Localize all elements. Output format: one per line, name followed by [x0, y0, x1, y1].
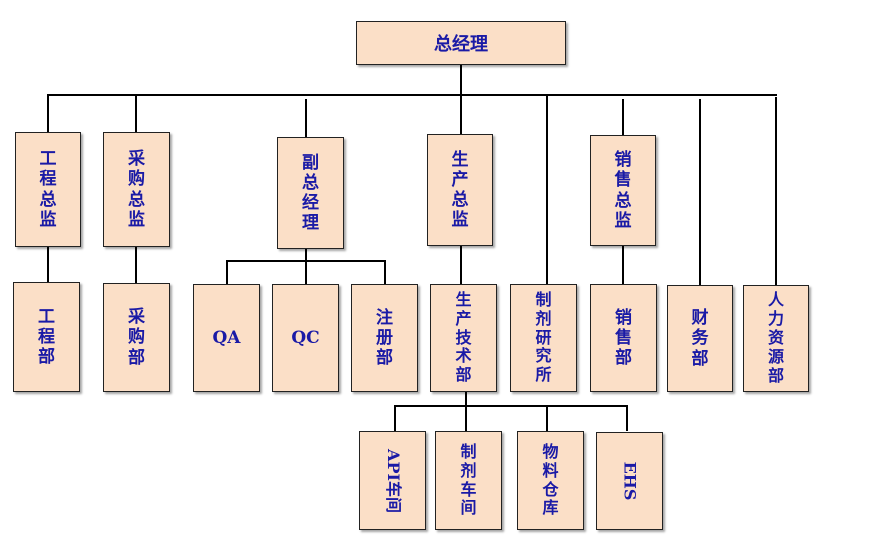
connector-line	[460, 96, 462, 134]
hr-dept-box: 人力资源部	[743, 285, 809, 392]
connector-line	[460, 64, 462, 96]
connector-line	[384, 260, 386, 284]
qa-box: QA	[193, 284, 260, 392]
connector-line	[226, 260, 228, 284]
finance-dept-box: 财务部	[667, 285, 733, 392]
connector-line	[226, 260, 386, 262]
formulation-workshop-label: 制剂车间	[460, 441, 477, 518]
formulation-institute-box: 制剂研究所	[510, 284, 577, 392]
deputy-gm-box: 副总经理	[277, 137, 344, 249]
connector-line	[622, 99, 624, 135]
connector-line	[460, 246, 462, 284]
connector-line	[135, 94, 137, 133]
ehs-label: EHS	[620, 461, 640, 501]
connector-line	[47, 94, 49, 133]
qc-label: QC	[291, 328, 320, 348]
connector-line	[465, 392, 467, 432]
sales-dept-label: 销售部	[615, 307, 632, 369]
connector-line	[394, 405, 396, 431]
sales-dept-box: 销售部	[590, 284, 657, 392]
connector-line	[305, 99, 307, 137]
production-tech-dept-box: 生产技术部	[430, 284, 497, 392]
connector-line	[546, 405, 548, 431]
general-manager-label: 总经理	[434, 34, 488, 55]
api-workshop-label: API车间	[383, 448, 403, 513]
qc-box: QC	[272, 284, 339, 392]
connector-line	[622, 246, 624, 284]
engineering-dept-label: 工程部	[38, 306, 55, 368]
registration-dept-label: 注册部	[376, 307, 393, 369]
deputy-gm-label: 副总经理	[302, 152, 319, 234]
engineering-director-box: 工程总监	[15, 132, 81, 247]
connector-line	[47, 94, 777, 96]
connector-line	[47, 247, 49, 282]
connector-line	[775, 97, 777, 285]
warehouse-label: 物料仓库	[542, 441, 559, 518]
production-director-label: 生产总监	[451, 149, 469, 231]
production-tech-dept-label: 生产技术部	[455, 289, 472, 385]
qa-label: QA	[212, 328, 241, 348]
connector-line	[699, 99, 701, 285]
connector-line	[546, 94, 548, 286]
purchasing-dept-label: 采购部	[128, 307, 145, 368]
connector-line	[394, 405, 628, 407]
general-manager-box: 总经理	[356, 21, 566, 65]
engineering-dept-box: 工程部	[13, 282, 80, 392]
sales-director-box: 销售总监	[590, 135, 656, 246]
hr-dept-label: 人力资源部	[767, 290, 784, 385]
warehouse-box: 物料仓库	[517, 431, 584, 530]
purchasing-director-label: 采购总监	[128, 149, 145, 230]
production-director-box: 生产总监	[427, 134, 493, 246]
purchasing-director-box: 采购总监	[103, 132, 170, 247]
formulation-institute-label: 制剂研究所	[535, 289, 552, 385]
sales-director-label: 销售总监	[614, 150, 632, 231]
purchasing-dept-box: 采购部	[103, 283, 170, 392]
connector-line	[305, 249, 307, 284]
ehs-box: EHS	[596, 432, 663, 530]
registration-dept-box: 注册部	[351, 284, 418, 392]
finance-dept-label: 财务部	[691, 308, 709, 369]
formulation-workshop-box: 制剂车间	[435, 431, 502, 530]
api-workshop-box: API车间	[359, 431, 426, 530]
connector-line	[135, 247, 137, 283]
connector-line	[626, 405, 628, 431]
engineering-director-label: 工程总监	[39, 149, 57, 230]
